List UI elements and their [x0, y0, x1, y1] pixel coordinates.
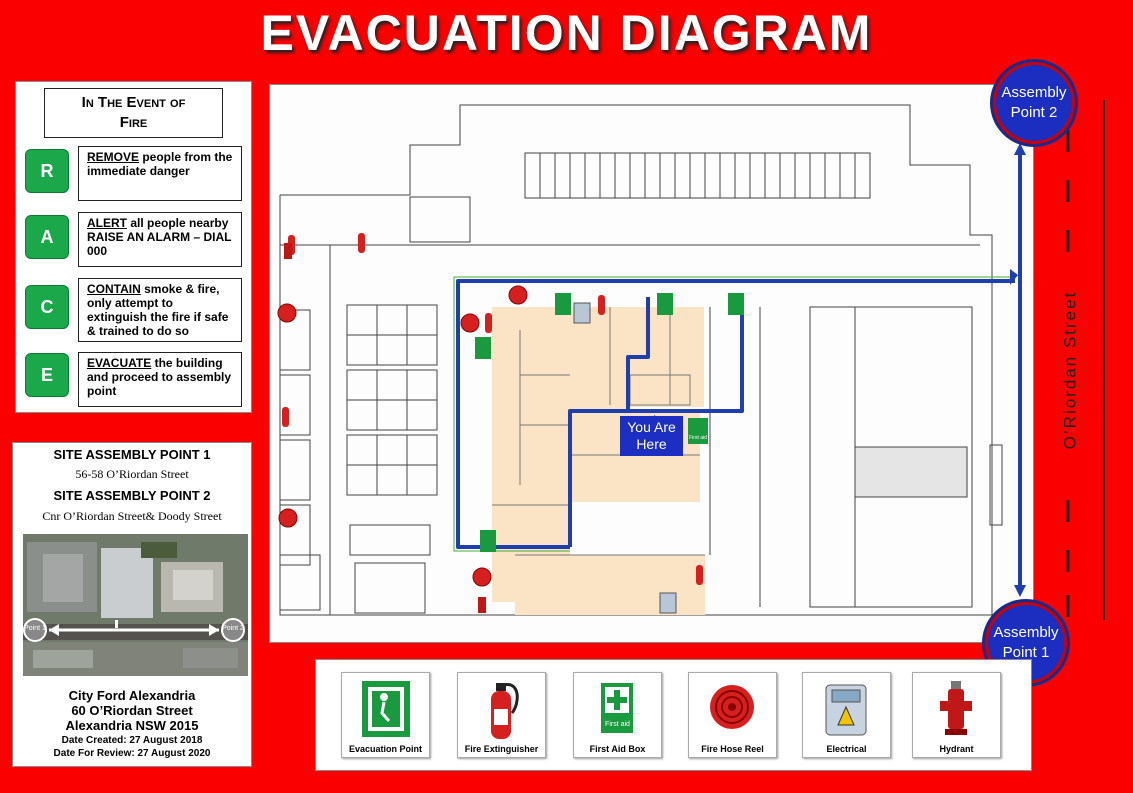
aerial-point1-label: Point 1	[24, 625, 46, 632]
legend-electrical: Electrical	[802, 672, 891, 758]
legend-hydrant: Hydrant	[912, 672, 1001, 758]
floor-plan	[269, 84, 1034, 643]
street-name: O’Riordan Street	[1060, 290, 1079, 450]
ap1-title: SITE ASSEMBLY POINT 1	[53, 447, 211, 462]
race-step-text: people from the immediate danger	[87, 150, 233, 178]
aerial-point2-label: Point 2	[222, 625, 244, 632]
ap1-address: 56-58 O’Riordan Street	[75, 467, 189, 481]
legend-evacuation-point: Evacuation Point	[341, 672, 430, 758]
race-panel: In The Event of Fire R REMOVE people fro…	[15, 81, 252, 413]
date-created: Date Created: 27 August 2018	[61, 735, 203, 746]
legend-fire-extinguisher: Fire Extinguisher	[457, 672, 546, 758]
evacuation-point-icon	[362, 681, 410, 737]
legend-label: Hydrant	[939, 744, 974, 754]
race-letter-a: A	[25, 215, 69, 259]
ap2-title: SITE ASSEMBLY POINT 2	[53, 488, 211, 503]
electrical-icon	[825, 684, 867, 736]
legend-fire-hose-reel: Fire Hose Reel	[688, 672, 777, 758]
legend-first-aid-box: First aid First Aid Box	[573, 672, 662, 758]
race-step-text: all people nearby RAISE AN ALARM – DIAL …	[87, 216, 232, 258]
legend-panel: Evacuation Point Fire Extinguisher First…	[315, 659, 1032, 771]
legend-label: Electrical	[826, 744, 867, 754]
company-address1: 60 O’Riordan Street	[71, 703, 193, 718]
fire-extinguisher-icon	[491, 683, 519, 739]
legend-label: Fire Extinguisher	[464, 744, 539, 754]
race-letter-r: R	[25, 149, 69, 193]
street-label: O’Riordan Street	[1058, 180, 1082, 560]
company-name: City Ford Alexandria	[68, 688, 196, 703]
race-step-alert: ALERT all people nearby RAISE AN ALARM –…	[78, 212, 242, 267]
ap2-address: Cnr O’Riordan Street& Doody Street	[42, 509, 222, 523]
company-address2: Alexandria NSW 2015	[65, 718, 199, 733]
site-info-panel: SITE ASSEMBLY POINT 1 56-58 O’Riordan St…	[12, 442, 252, 767]
hydrant-icon	[940, 681, 972, 735]
race-letter-c: C	[25, 285, 69, 329]
page-title: EVACUATION DIAGRAM	[260, 5, 873, 61]
legend-first-aid-text: First aid	[605, 721, 630, 728]
you-are-here-marker: You Are Here	[620, 416, 683, 456]
race-keyword: EVACUATE	[87, 356, 152, 370]
floor-plan-drawing	[277, 104, 1026, 616]
fire-hose-reel-icon	[710, 685, 754, 729]
race-step-contain: CONTAIN smoke & fire, only attempt to ex…	[78, 278, 242, 342]
race-keyword: CONTAIN	[87, 282, 141, 296]
race-step-evacuate: EVACUATE the building and proceed to ass…	[78, 352, 242, 407]
legend-label: Fire Hose Reel	[701, 744, 764, 754]
race-heading-line1: In The Event of	[81, 94, 186, 111]
race-heading: In The Event of Fire	[44, 88, 223, 138]
race-letter-e: E	[25, 353, 69, 397]
race-step-text: the building and proceed to assembly poi…	[87, 356, 232, 398]
legend-label: Evacuation Point	[348, 744, 422, 754]
legend-label: First Aid Box	[589, 744, 646, 754]
map-first-aid-label: First aid	[689, 435, 707, 441]
street-lanes	[1066, 100, 1105, 620]
race-keyword: ALERT	[87, 216, 127, 230]
race-step-text: smoke & fire, only attempt to extinguish…	[87, 282, 229, 338]
aerial-map	[23, 534, 248, 676]
first-aid-box-icon	[601, 683, 633, 733]
assembly-point-2-marker: Assembly Point 2	[990, 59, 1078, 147]
race-step-remove: REMOVE people from the immediate danger	[78, 146, 242, 201]
race-keyword: REMOVE	[87, 150, 140, 164]
date-review: Date For Review: 27 August 2020	[53, 748, 211, 759]
race-heading-line2: Fire	[119, 114, 148, 131]
